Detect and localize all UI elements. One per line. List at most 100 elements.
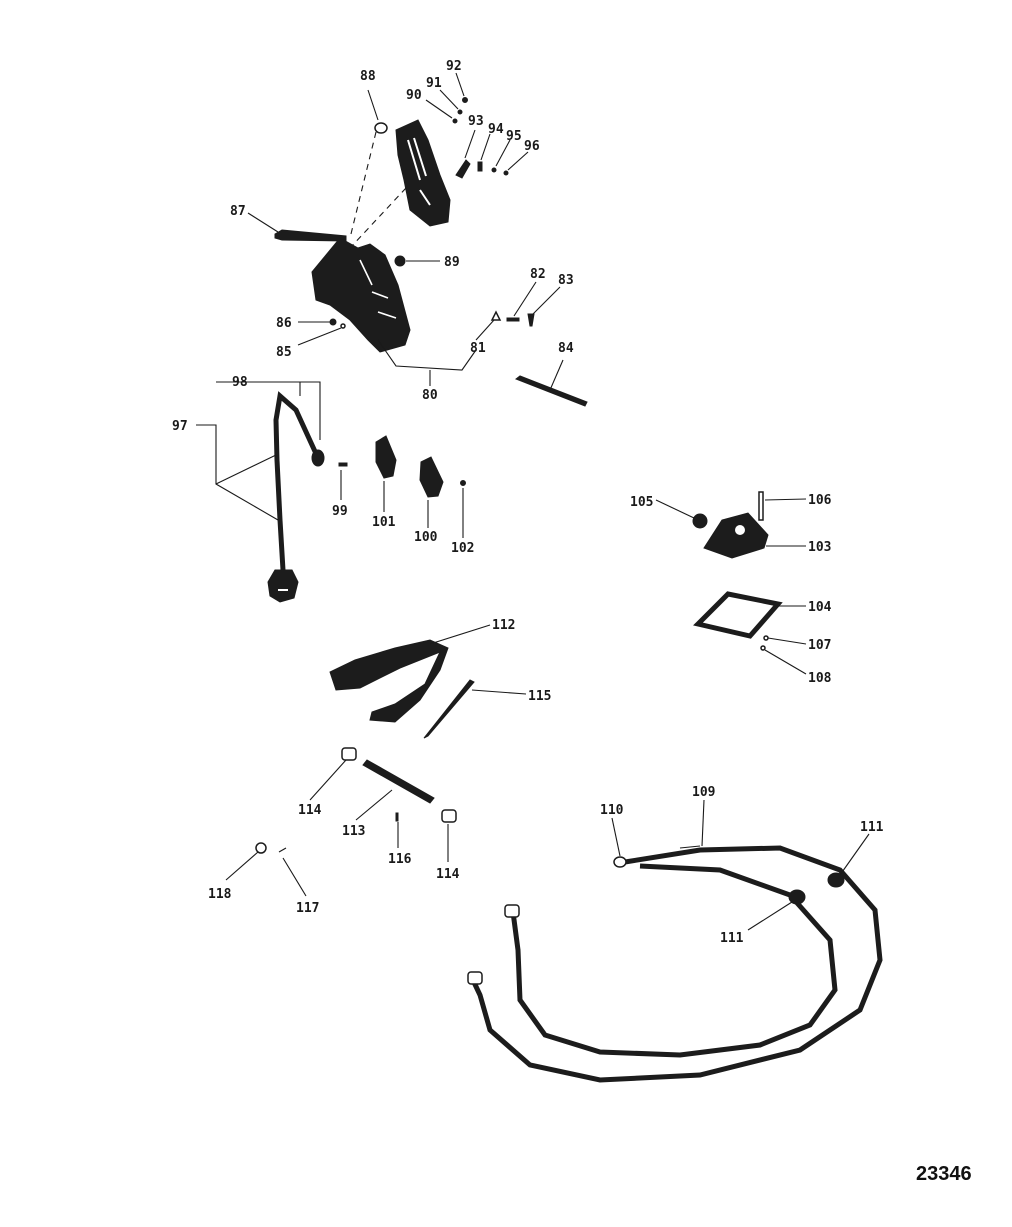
leader-114a <box>309 759 347 801</box>
callout-89: 89 <box>444 255 460 270</box>
alignment-line-1 <box>349 131 377 239</box>
leader-107 <box>767 637 807 645</box>
leader-87 <box>247 212 279 233</box>
part-106-screw <box>758 491 764 521</box>
part-103-block <box>703 512 769 559</box>
callout-103: 103 <box>808 540 831 555</box>
part-110-terminal <box>613 856 627 868</box>
callout-109: 109 <box>692 785 715 800</box>
part-88-washer <box>374 122 388 134</box>
callout-104: 104 <box>808 600 832 615</box>
callout-95: 95 <box>506 129 522 144</box>
callout-111b: 111 <box>720 931 744 946</box>
leader-94 <box>480 133 491 161</box>
part-111-band-b <box>788 889 806 905</box>
leader-108 <box>764 649 807 675</box>
part-112-strap <box>329 639 449 723</box>
callout-118: 118 <box>208 887 232 902</box>
leader-97 <box>196 424 279 521</box>
part-97-knob <box>311 449 325 467</box>
leader-111a <box>839 833 870 876</box>
callout-101: 101 <box>372 515 396 530</box>
part-main-bracket <box>311 237 411 353</box>
callout-111a: 111 <box>860 820 884 835</box>
part-99 <box>338 462 348 467</box>
part-upper-bracket-detail <box>407 137 431 206</box>
leader-113 <box>355 789 393 821</box>
leader-92 <box>455 72 465 97</box>
callout-102: 102 <box>451 541 474 556</box>
part-89-washer <box>394 255 406 267</box>
part-82 <box>506 317 520 322</box>
part-81 <box>490 310 502 321</box>
part-94 <box>477 161 483 172</box>
callout-116: 116 <box>388 852 412 867</box>
leader-109 <box>701 799 705 847</box>
leader-117 <box>282 857 307 897</box>
callout-115: 115 <box>528 689 551 704</box>
callout-91: 91 <box>426 76 442 91</box>
leader-82 <box>513 281 537 317</box>
part-91 <box>457 109 463 115</box>
callout-88: 88 <box>360 69 376 84</box>
callout-80: 80 <box>422 388 438 403</box>
part-93-clip <box>455 159 471 179</box>
callout-96: 96 <box>524 139 540 154</box>
callout-87: 87 <box>230 204 246 219</box>
callout-99: 99 <box>332 504 348 519</box>
leader-81 <box>475 319 495 341</box>
leader-111b <box>747 901 793 931</box>
leader-91 <box>439 89 459 110</box>
callout-114b: 114 <box>436 867 460 882</box>
part-97-handle <box>267 569 299 603</box>
callout-112: 112 <box>492 618 515 633</box>
leader-84 <box>549 359 564 391</box>
part-84-rod <box>514 375 588 407</box>
callout-114a: 114 <box>298 803 322 818</box>
callout-83: 83 <box>558 273 574 288</box>
callout-100: 100 <box>414 530 438 545</box>
callout-110: 110 <box>600 803 624 818</box>
part-111-harness-inner <box>510 863 838 1058</box>
part-83 <box>527 313 535 327</box>
callout-97: 97 <box>172 419 188 434</box>
part-108 <box>760 645 766 651</box>
part-104-gasket <box>693 591 783 639</box>
leader-110 <box>611 817 621 857</box>
part-117 <box>278 847 287 853</box>
part-103-hole <box>735 525 745 535</box>
part-116 <box>395 812 399 822</box>
leader-80 <box>377 339 477 386</box>
callout-113: 113 <box>342 824 365 839</box>
part-upper-bracket <box>395 119 451 227</box>
leader-88 <box>367 89 379 121</box>
part-114-sleeve-b <box>441 809 457 823</box>
part-102 <box>460 480 466 486</box>
leader-98 <box>216 381 321 440</box>
callout-117: 117 <box>296 901 319 916</box>
part-109-terminal <box>679 845 701 849</box>
leader-115 <box>471 689 527 695</box>
part-96 <box>503 170 509 176</box>
leader-83 <box>532 286 561 315</box>
part-main-bracket-detail <box>359 259 397 319</box>
part-118 <box>255 842 267 854</box>
callout-86: 86 <box>276 316 292 331</box>
part-113-tube <box>362 759 435 804</box>
callout-90: 90 <box>406 88 422 103</box>
leader-96 <box>507 151 529 171</box>
part-111-band-a <box>827 872 845 888</box>
part-90 <box>452 118 458 124</box>
callout-84: 84 <box>558 341 574 356</box>
callout-94: 94 <box>488 122 504 137</box>
callout-81: 81 <box>470 341 486 356</box>
leader-85 <box>297 327 342 346</box>
part-105-grommet <box>692 513 708 529</box>
harness-connector-b <box>467 971 483 985</box>
leader-95 <box>495 139 511 167</box>
leader-105 <box>655 499 695 519</box>
part-111-harness-outer <box>469 845 883 1083</box>
leader-112 <box>429 624 491 645</box>
